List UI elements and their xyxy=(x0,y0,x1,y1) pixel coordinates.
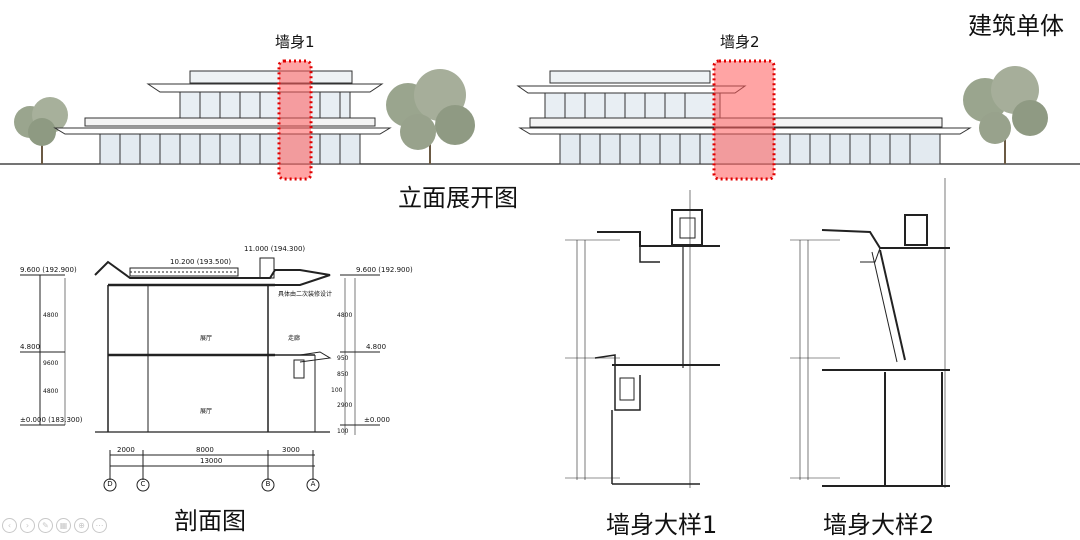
level-label: 9.600 (192.900) xyxy=(356,266,413,274)
level-label: 9.600 (192.900) xyxy=(20,266,77,274)
height-dimension: 4800 xyxy=(43,312,59,319)
wall-marker-1-label: 墙身1 xyxy=(275,33,315,51)
wall-detail-2-drawing xyxy=(790,178,950,488)
axis-label: D xyxy=(107,480,113,488)
span-dimension: 2000 xyxy=(117,446,135,454)
pen-icon[interactable]: ✎ xyxy=(38,518,53,533)
level-label: 4.800 xyxy=(366,343,387,351)
axis-label: C xyxy=(140,480,146,488)
more-icon[interactable]: ⋯ xyxy=(92,518,107,533)
level-label: ±0.000 (183.300) xyxy=(20,416,83,424)
wall-detail-1-drawing xyxy=(565,190,720,488)
elevation-caption: 立面展开图 xyxy=(398,184,518,212)
level-label: 4.800 xyxy=(20,343,41,351)
room-label: 展厅 xyxy=(200,335,213,342)
page-title: 建筑单体 xyxy=(968,12,1064,40)
detail-1-caption: 墙身大样1 xyxy=(606,511,718,539)
prev-icon[interactable]: ‹ xyxy=(2,518,17,533)
section-caption: 剖面图 xyxy=(174,507,246,535)
span-dimension: 3000 xyxy=(282,446,300,454)
height-dimension: 850 xyxy=(337,371,349,378)
height-dimension: 2900 xyxy=(337,402,353,409)
wall-marker-2-label: 墙身2 xyxy=(720,33,760,51)
slideshow-toolbar: ‹ › ✎ ▦ ⊕ ⋯ xyxy=(2,518,107,533)
wall-marker-1-box[interactable] xyxy=(277,59,313,181)
detail-2-caption: 墙身大样2 xyxy=(823,511,935,539)
axis-label: A xyxy=(310,480,316,488)
tree-icon xyxy=(14,97,68,164)
next-icon[interactable]: › xyxy=(20,518,35,533)
elevation-drawing xyxy=(0,66,1080,165)
level-label: 11.000 (194.300) xyxy=(244,245,306,253)
height-dimension: 4800 xyxy=(43,388,59,395)
height-dimension: 9600 xyxy=(43,360,59,367)
building-1-elevation xyxy=(53,70,392,165)
height-dimension: 100 xyxy=(331,387,343,394)
total-dimension: 13000 xyxy=(200,457,223,465)
section-note: 具体由二次装修设计 xyxy=(278,291,333,298)
axis-label: B xyxy=(265,480,271,488)
tree-icon xyxy=(386,69,475,164)
level-label: ±0.000 xyxy=(364,416,390,424)
span-dimension: 8000 xyxy=(196,446,214,454)
wall-marker-2-box[interactable] xyxy=(712,59,776,181)
height-dimension: 950 xyxy=(337,355,349,362)
tree-icon xyxy=(963,66,1048,164)
height-dimension: 4800 xyxy=(337,312,353,319)
zoom-icon[interactable]: ⊕ xyxy=(74,518,89,533)
room-label: 走廊 xyxy=(288,335,301,342)
level-label: 10.200 (193.500) xyxy=(170,258,232,266)
section-drawing xyxy=(20,257,380,492)
grid-icon[interactable]: ▦ xyxy=(56,518,71,533)
height-dimension: 100 xyxy=(337,428,349,435)
room-label: 展厅 xyxy=(200,408,213,415)
